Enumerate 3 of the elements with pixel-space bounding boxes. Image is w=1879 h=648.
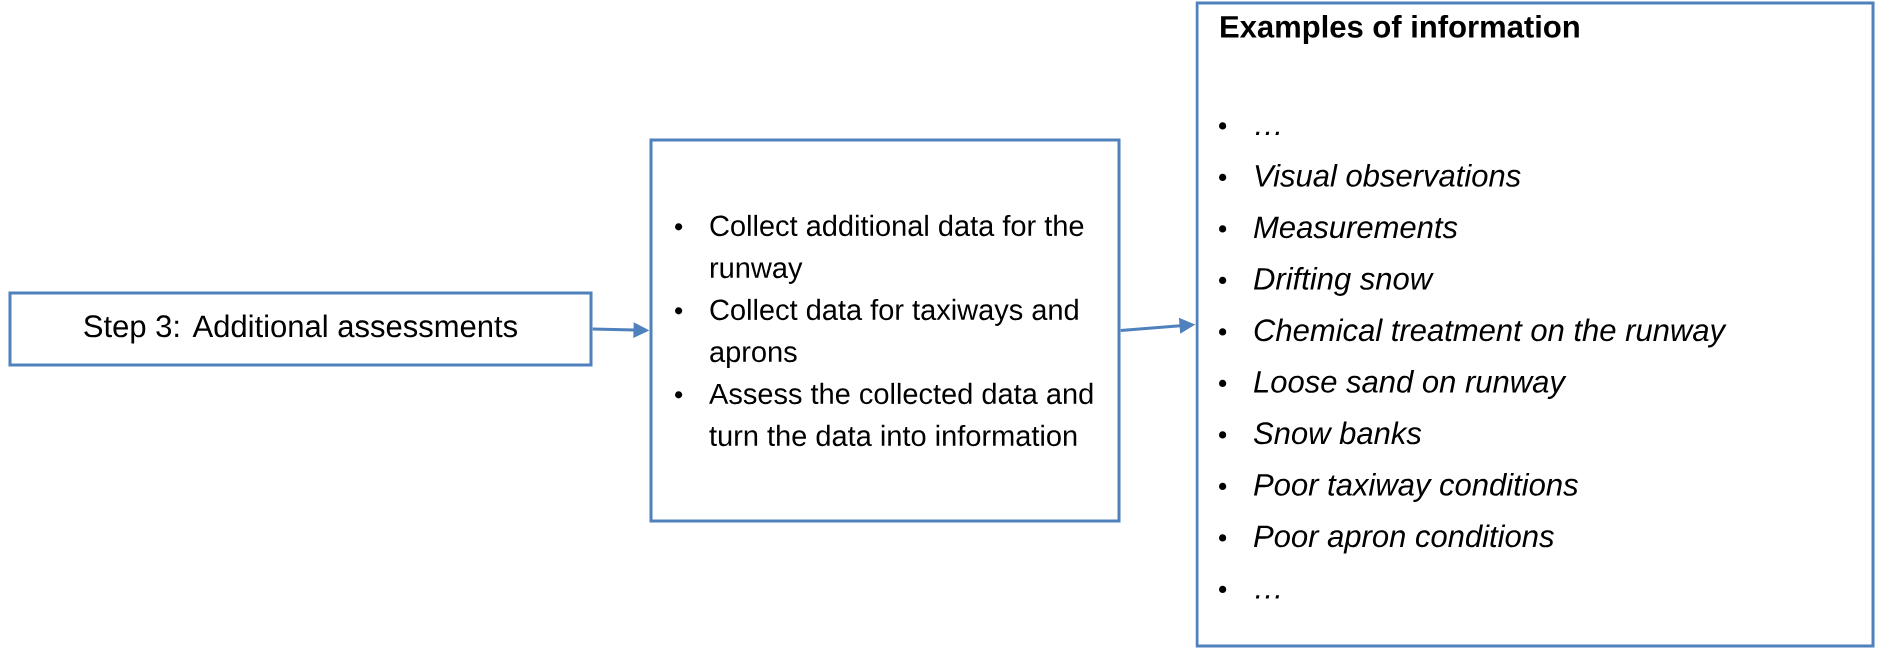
examples-box: Examples of information … Visual observations Measurements Drifting snow Chemical treatment on the runway Loose sand on runway Snow banks Poor taxiway conditions Poor apron conditions … bbox=[1195, 1, 1875, 648]
bullet-list-box: Collect additional data for the runway Collect data for taxiways and aprons Assess the collected data and turn the data into information bbox=[649, 138, 1121, 523]
step-box: Step 3: Additional assessments bbox=[8, 291, 593, 367]
